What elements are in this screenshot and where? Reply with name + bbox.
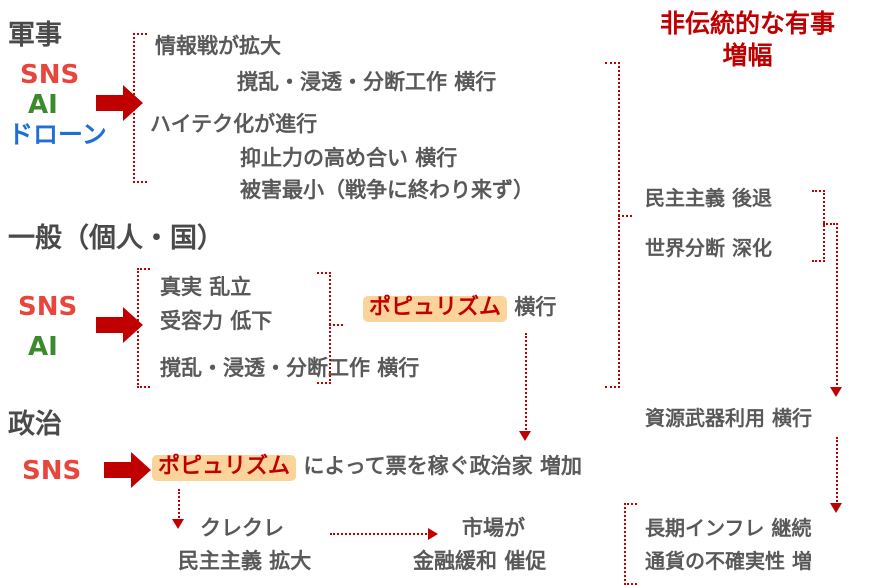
- section-title-politics: 政治: [8, 409, 62, 440]
- effect-military-1: 情報戦が拡大: [155, 34, 281, 58]
- source-politics-sns: SNS: [22, 456, 82, 486]
- headline: 非伝統的な有事 増幅: [630, 8, 865, 72]
- arrowhead-bottom-right: [428, 528, 438, 540]
- dotted-bracket-icon-military: [133, 33, 147, 183]
- arrowhead-to-resource: [830, 387, 842, 397]
- source-general-sns: SNS: [18, 292, 78, 322]
- dotted-arrow-icon-to-resource: [836, 223, 838, 389]
- dotted-bracket-icon-aggregate: [605, 62, 620, 388]
- bottom-right-line-1: 市場が: [462, 516, 525, 540]
- headline-line-2: 増幅: [722, 41, 773, 70]
- block-arrow-right-icon-military: [96, 83, 144, 123]
- source-military-drone: ドローン: [8, 120, 107, 149]
- consequence-resource: 資源武器利用 横行: [645, 406, 812, 430]
- bottom-right-line-2: 金融緩和 催促: [413, 549, 547, 573]
- arrowhead-populism-down: [519, 431, 531, 441]
- connector-aggregate-to-democracy: [618, 215, 632, 217]
- connector-general-to-populism: [329, 324, 343, 326]
- dotted-bracket-icon-democracy: [812, 190, 825, 262]
- section-title-military: 軍事: [8, 20, 62, 51]
- section-title-general: 一般（個人・国）: [8, 223, 224, 254]
- arrowhead-to-inflation: [830, 503, 842, 513]
- dotted-arrow-icon-bottom-right: [330, 533, 430, 535]
- effect-general-1: 真実 乱立: [160, 275, 252, 299]
- block-arrow-right-icon-general: [96, 305, 144, 345]
- effect-military-4: 抑止力の高め合い 横行: [240, 146, 458, 170]
- arrowhead-politics-down: [172, 519, 184, 529]
- consequence-inflation-1: 長期インフレ 継続: [645, 516, 812, 540]
- consequence-democracy-1: 民主主義 後退: [645, 186, 772, 210]
- politics-line-suffix: によって票を稼ぐ政治家 増加: [303, 454, 582, 478]
- populism-node: ポピュリズム 横行: [363, 296, 556, 322]
- effect-military-3: ハイテク化が進行: [150, 112, 318, 136]
- consequence-democracy-2: 世界分断 深化: [645, 236, 772, 260]
- dotted-bracket-icon-inflation: [624, 503, 637, 585]
- bottom-left-line-2: 民主主義 拡大: [178, 549, 312, 573]
- connector-democracy-out: [823, 223, 835, 225]
- block-arrow-right-icon-politics: [104, 450, 152, 490]
- dotted-bracket-icon-general: [137, 268, 150, 388]
- effect-general-2: 受容力 低下: [160, 309, 273, 333]
- populism-suffix: 横行: [514, 295, 557, 319]
- politics-line: ポピュリズム によって票を稼ぐ政治家 増加: [152, 455, 582, 481]
- dotted-arrow-icon-populism-down: [525, 333, 527, 433]
- source-military-ai: AI: [28, 90, 58, 120]
- bottom-left-line-1: クレクレ: [200, 516, 284, 540]
- source-military-sns: SNS: [20, 60, 80, 90]
- populism-chip: ポピュリズム: [363, 296, 508, 322]
- consequence-inflation-2: 通貨の不確実性 増: [645, 549, 812, 573]
- politics-populism-chip: ポピュリズム: [152, 455, 297, 481]
- dotted-arrow-icon-politics-down: [178, 489, 180, 521]
- effect-military-5: 被害最小（戦争に終わり来ず）: [240, 178, 534, 202]
- headline-line-1: 非伝統的な有事: [659, 9, 835, 38]
- effect-general-3: 撹乱・浸透・分断工作 横行: [160, 356, 420, 380]
- effect-military-2: 撹乱・浸透・分断工作 横行: [237, 70, 497, 94]
- dotted-bracket-icon-general-out: [317, 272, 331, 384]
- source-general-ai: AI: [28, 332, 58, 362]
- dotted-arrow-icon-to-inflation: [836, 437, 838, 505]
